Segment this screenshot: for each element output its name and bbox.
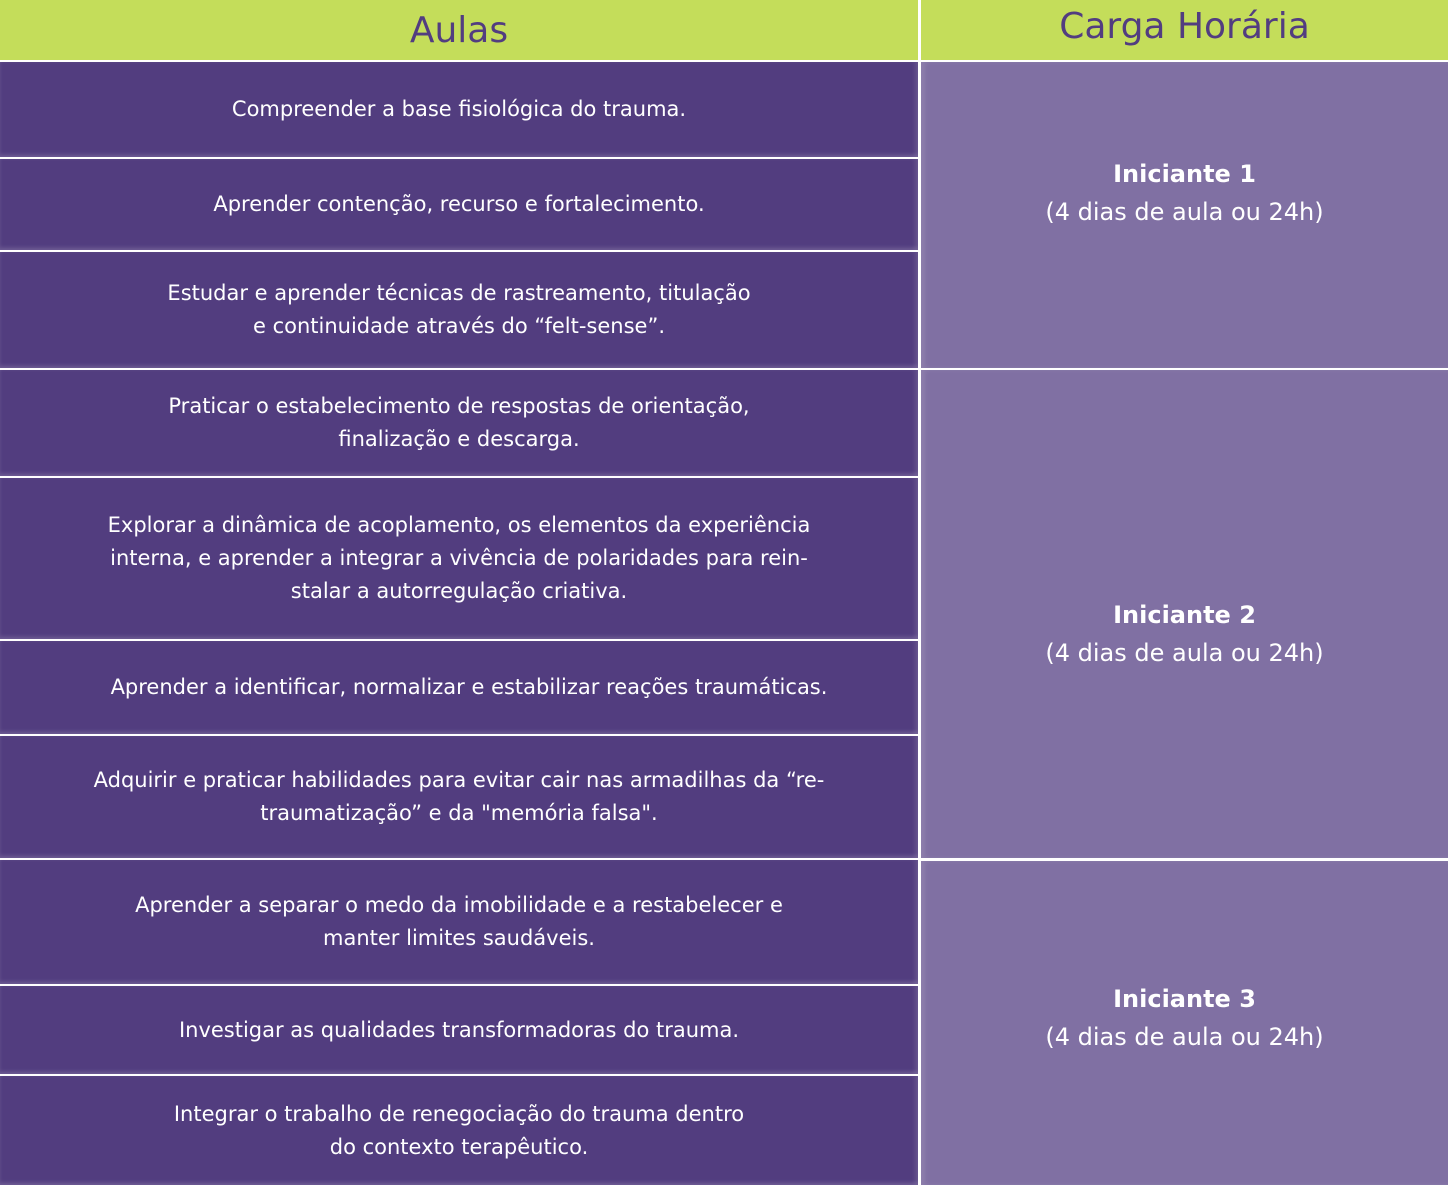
- lesson-text: Integrar o trabalho de renegociação do t…: [173, 1101, 745, 1159]
- lesson-text: Praticar o estabelecimento de respostas …: [168, 394, 750, 451]
- lesson-row: Estudar e aprender técnicas de rastreame…: [0, 252, 918, 368]
- group-level: Iniciante 1: [1113, 160, 1256, 188]
- group-iniciante-2: Iniciante 2 (4 dias de aula ou 24h): [921, 370, 1448, 858]
- lesson-text: Adquirir e praticar habilidades para evi…: [93, 768, 825, 825]
- group-iniciante-3: Iniciante 3 (4 dias de aula ou 24h): [921, 861, 1448, 1185]
- lesson-row: Praticar o estabelecimento de respostas …: [0, 370, 918, 476]
- lesson-row: Compreender a base fisiológica do trauma…: [0, 62, 918, 157]
- lesson-row: Aprender a separar o medo da imobilidade…: [0, 860, 918, 984]
- header-aulas: Aulas: [0, 0, 918, 60]
- lesson-text: Investigar as qualidades transformadoras…: [178, 1017, 740, 1042]
- lesson-text: Estudar e aprender técnicas de rastreame…: [167, 281, 751, 338]
- lesson-text: Compreender a base fisiológica do trauma…: [231, 97, 687, 121]
- lesson-row: Investigar as qualidades transformadoras…: [0, 986, 918, 1074]
- lesson-row: Integrar o trabalho de renegociação do t…: [0, 1076, 918, 1185]
- lesson-text: Aprender contenção, recurso e fortalecim…: [213, 192, 705, 216]
- lesson-row: Explorar a dinâmica de acoplamento, os e…: [0, 478, 918, 639]
- group-hours: (4 dias de aula ou 24h): [1045, 198, 1324, 226]
- lesson-text: Aprender a separar o medo da imobilidade…: [135, 893, 783, 950]
- lesson-row: Adquirir e praticar habilidades para evi…: [0, 736, 918, 858]
- header-carga-horaria: Carga Horária: [921, 0, 1448, 60]
- lesson-text: Explorar a dinâmica de acoplamento, os e…: [107, 513, 811, 603]
- group-level: Iniciante 3: [1113, 985, 1256, 1013]
- group-level: Iniciante 2: [1113, 601, 1256, 629]
- group-hours: (4 dias de aula ou 24h): [1045, 1023, 1324, 1051]
- group-hours: (4 dias de aula ou 24h): [1045, 639, 1324, 667]
- lesson-text: Aprender a identificar, normalizar e est…: [110, 675, 828, 699]
- lesson-row: Aprender contenção, recurso e fortalecim…: [0, 159, 918, 250]
- lesson-row: Aprender a identificar, normalizar e est…: [0, 641, 918, 734]
- group-iniciante-1: Iniciante 1 (4 dias de aula ou 24h): [921, 62, 1448, 368]
